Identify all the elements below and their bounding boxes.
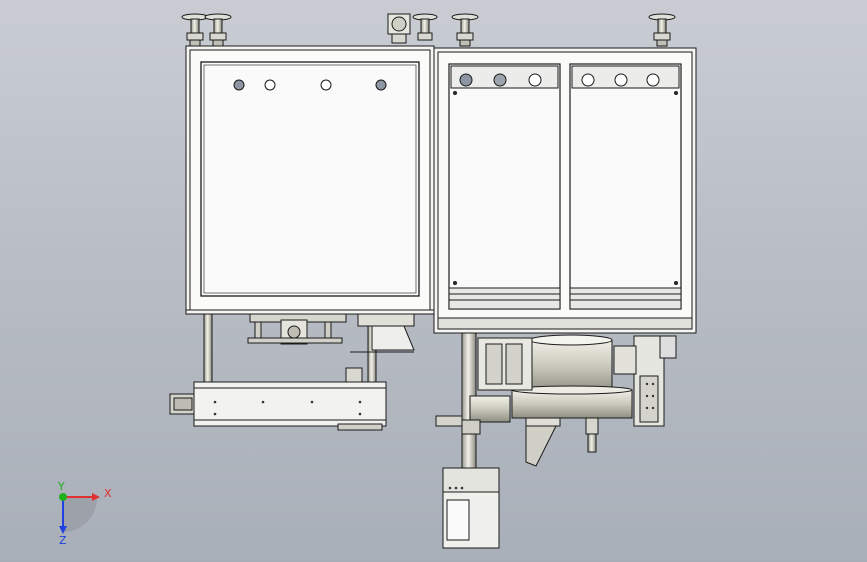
cabinet-door-right <box>569 63 682 310</box>
electrical-cabinet-left <box>185 45 435 315</box>
axis-y-label: Y <box>57 480 65 493</box>
drive-bracket <box>247 313 415 353</box>
indicator-lamp-6 <box>493 73 507 87</box>
coordinate-triad: X Y Z <box>57 480 112 547</box>
cabinet-door-left <box>448 63 561 310</box>
axis-x-label: X <box>104 487 112 500</box>
linear-actuator <box>169 367 387 431</box>
leveling-foot-left-2 <box>204 13 232 47</box>
servo-motor-small <box>435 395 511 435</box>
indicator-lamp-5 <box>459 73 473 87</box>
leveling-foot-left-1 <box>181 13 209 47</box>
gearbox-block <box>477 337 533 391</box>
leveling-foot-right-2 <box>648 13 676 47</box>
axis-z-label: Z <box>59 534 67 547</box>
indicator-lamp-9 <box>614 73 628 87</box>
indicator-lamp-3 <box>320 79 332 91</box>
side-frame-right <box>613 335 677 427</box>
leveling-foot-center <box>412 13 438 41</box>
indicator-lamp-7 <box>528 73 542 87</box>
indicator-lamp-1 <box>233 79 245 91</box>
indicator-lamp-4 <box>375 79 387 91</box>
leveling-foot-right-1 <box>451 13 479 47</box>
chute-bracket <box>525 417 599 467</box>
rotary-table <box>511 334 633 419</box>
indicator-lamp-8 <box>581 73 595 87</box>
indicator-lamp-2 <box>264 79 276 91</box>
control-box-bottom <box>442 467 500 549</box>
indicator-lamp-10 <box>646 73 660 87</box>
caster-wheel-top <box>387 13 411 44</box>
